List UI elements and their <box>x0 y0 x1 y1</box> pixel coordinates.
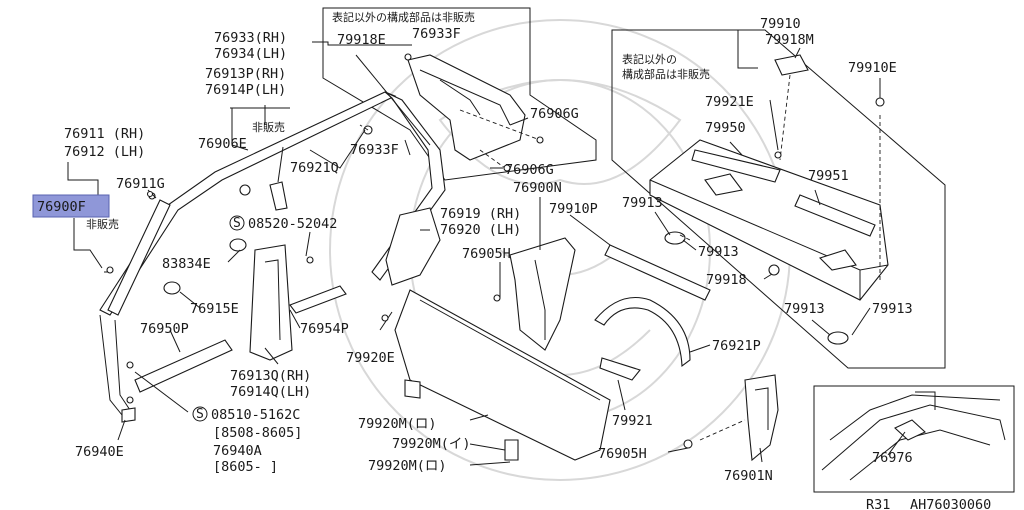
label-76921P: 76921P <box>712 338 761 354</box>
label-diagram-id: AH76030060 <box>910 497 991 510</box>
lower-bracket <box>683 374 779 462</box>
label-76901N: 76901N <box>724 468 773 484</box>
label-76934: 76934(LH) <box>214 46 287 62</box>
label-76912: 76912 (LH) <box>64 144 145 160</box>
label-79918: 79918 <box>706 272 747 288</box>
label-79910: 79910 <box>760 16 801 32</box>
label-76906G-1: 76906G <box>530 106 579 122</box>
label-79918E: 79918E <box>337 32 386 48</box>
label-range2: [8605- ] <box>213 459 278 475</box>
label-76914Q: 76914Q(LH) <box>230 384 311 400</box>
label-76920: 76920 (LH) <box>440 222 521 238</box>
label-79951: 79951 <box>808 168 849 184</box>
label-79921: 79921 <box>612 413 653 429</box>
label-76911G: 76911G <box>116 176 165 192</box>
label-79913-1: 79913 <box>622 195 663 211</box>
inset-box-parcel-shelf <box>611 29 946 369</box>
note-right-2: 構成部品は非販売 <box>622 67 710 81</box>
center-pillar-trim <box>249 244 293 361</box>
s-mark-1: S <box>233 216 241 231</box>
label-76921Q: 76921Q <box>290 160 339 176</box>
inset-box-detail <box>813 385 1015 493</box>
label-76913P: 76913P(RH) <box>205 66 286 82</box>
label-79913-3: 79913 <box>784 301 825 317</box>
label-79910P: 79910P <box>549 201 598 217</box>
label-range1: [8508-8605] <box>213 425 302 441</box>
label-79920M-ro-2: 79920M(ロ) <box>368 458 447 474</box>
label-76905H-1: 76905H <box>462 246 511 262</box>
label-08510: 08510-5162C <box>211 407 300 423</box>
label-08520: 08520-52042 <box>248 216 337 232</box>
label-79950: 79950 <box>705 120 746 136</box>
label-76976: 76976 <box>872 450 913 466</box>
screw-icon <box>146 53 501 322</box>
quarter-trim-panels <box>385 207 711 351</box>
label-76940A: 76940A <box>213 443 262 459</box>
label-79921E: 79921E <box>705 94 754 110</box>
label-76911: 76911 (RH) <box>64 126 145 142</box>
label-76900F: 76900F <box>37 199 86 215</box>
label-model: R31 <box>866 497 890 510</box>
label-76933F-top: 76933F <box>412 26 461 42</box>
label-76914P: 76914P(LH) <box>205 82 286 98</box>
label-76950P: 76950P <box>140 321 189 337</box>
label-79918M: 79918M <box>765 32 814 48</box>
label-79913-4: 79913 <box>872 301 913 317</box>
label-76933F: 76933F <box>350 142 399 158</box>
label-83834E: 83834E <box>162 256 211 272</box>
leader-lines <box>67 30 906 466</box>
inset-box-quarter-trim <box>322 7 597 181</box>
label-76915E: 76915E <box>190 301 239 317</box>
labels: 76933(RH) 76934(LH) 76913P(RH) 76914P(LH… <box>37 10 991 510</box>
note-not-sold-2: 非販売 <box>86 218 119 231</box>
note-right-1: 表記以外の <box>622 52 677 66</box>
note-not-sold-1: 非販売 <box>252 121 285 134</box>
label-76940E: 76940E <box>75 444 124 460</box>
weatherstrip-seal <box>594 296 691 368</box>
label-79920M-ro-1: 79920M(ロ) <box>358 416 437 432</box>
roof-rail-trims <box>99 91 446 423</box>
label-76906G-2: 76906G <box>505 162 554 178</box>
label-79913-2: 79913 <box>698 244 739 260</box>
label-76933: 76933(RH) <box>214 30 287 46</box>
highlight-76900F <box>32 194 110 218</box>
label-76905H-2: 76905H <box>598 446 647 462</box>
label-76954P: 76954P <box>300 321 349 337</box>
label-79920E: 79920E <box>346 350 395 366</box>
label-76913Q: 76913Q(RH) <box>230 368 311 384</box>
label-79920M-i: 79920M(イ) <box>392 436 471 452</box>
note-box-top: 表記以外の構成部品は非販売 <box>332 10 475 24</box>
rear-trim-panel <box>394 289 641 461</box>
label-76900N: 76900N <box>513 180 562 196</box>
label-76919: 76919 (RH) <box>440 206 521 222</box>
label-79910E: 79910E <box>848 60 897 76</box>
label-76906E: 76906E <box>198 136 247 152</box>
s-mark-2: S <box>196 407 204 422</box>
